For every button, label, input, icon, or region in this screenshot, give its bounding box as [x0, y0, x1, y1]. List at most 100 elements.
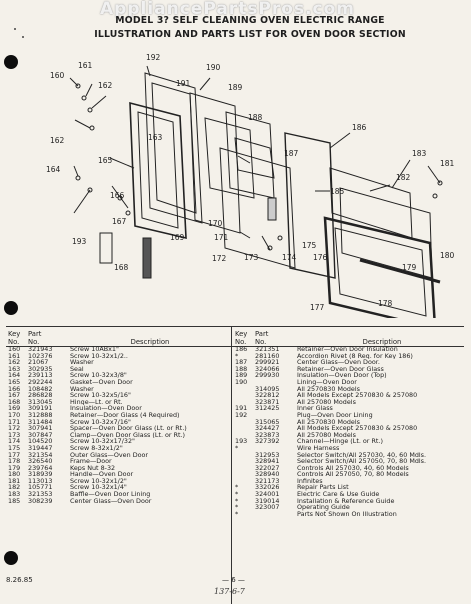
part-number-cell: 321943	[28, 345, 53, 353]
door-frame-inner	[334, 227, 427, 317]
part-number-cell: 323871	[255, 397, 280, 406]
header-key-no: No.	[8, 338, 20, 346]
description-cell: Screw 10-32x5/16"	[70, 392, 131, 399]
screw-part	[125, 210, 131, 216]
leader-line	[85, 83, 93, 97]
description-cell: Electric Care & Use Guide	[297, 491, 380, 498]
description-cell: Screw 10-32x7/16"	[70, 418, 131, 426]
callout-178: 178	[378, 299, 393, 308]
screw-part	[117, 195, 123, 201]
key-cell: 180	[8, 470, 21, 479]
header-part-no: No.	[28, 338, 40, 346]
description-cell: Controls All 257050, 70, 80 Models	[297, 471, 409, 478]
part-number-cell: 324001	[255, 490, 280, 499]
header-part: Part	[28, 330, 42, 338]
leader-line	[73, 165, 79, 177]
description-cell: Accordion Rivet (8 Req. for Key 186)	[297, 352, 413, 360]
description-cell: Screw 8-32x1/2"	[70, 444, 123, 452]
description-cell: Baffle—Oven Door Lining	[70, 491, 151, 498]
callout-188: 188	[248, 113, 263, 122]
key-cell: 188	[235, 364, 248, 373]
key-cell: 193	[235, 437, 248, 446]
key-cell: 175	[8, 443, 21, 452]
leader-line	[239, 231, 251, 239]
description-cell: Screw 10-32x1/4"	[70, 484, 127, 492]
description-cell: Hinge—Lt. or Rt.	[70, 398, 123, 406]
gasket-part	[129, 101, 187, 240]
part-number-cell: 307847	[28, 430, 53, 439]
leader-line	[369, 184, 391, 192]
callout-165: 165	[98, 156, 113, 165]
part-number-cell: 321351	[255, 345, 280, 353]
key-cell	[235, 471, 255, 478]
part-number-cell: 323007	[255, 503, 280, 512]
part-number-cell: 299930	[255, 371, 280, 380]
part-number-cell: 314095	[255, 384, 280, 393]
key-cell: 181	[8, 476, 21, 485]
key-cell: 178	[8, 457, 21, 466]
part-number-cell: 324066	[255, 364, 280, 373]
door-lining-inner	[151, 82, 197, 214]
description-cell: Center Glass—Oven Door.	[297, 359, 380, 366]
retainer-part	[204, 117, 255, 199]
key-cell: 192	[235, 410, 248, 419]
clamp-part	[267, 197, 277, 221]
key-cell: 170	[8, 410, 21, 419]
description-cell: Repair Parts List	[297, 484, 349, 492]
handle-part	[359, 258, 441, 284]
key-cell	[235, 452, 255, 459]
speck	[14, 28, 16, 30]
callout-170: 170	[208, 219, 223, 228]
header-description: Description	[362, 338, 402, 346]
key-cell	[235, 465, 255, 472]
key-cell: *	[235, 496, 239, 505]
key-cell	[235, 392, 255, 399]
leader-line	[199, 77, 211, 91]
callout-162: 162	[98, 81, 113, 90]
part-number-cell: 328941	[255, 457, 280, 466]
callout-163: 163	[148, 133, 163, 142]
key-cell	[235, 458, 255, 465]
table-header-rule	[6, 346, 464, 347]
leader-line	[109, 157, 135, 169]
part-number-cell: 281160	[255, 351, 280, 360]
part-number-cell: 307941	[28, 424, 53, 433]
key-cell: 185	[8, 496, 21, 505]
key-cell: 177	[8, 450, 21, 459]
part-number-cell: 332026	[255, 483, 280, 492]
handwritten-note: 137-6-7	[214, 587, 245, 596]
leader-line	[427, 165, 441, 184]
callout-173: 173	[244, 253, 259, 262]
description-cell: Seal	[70, 365, 84, 373]
callout-193: 193	[72, 237, 87, 246]
leader-line	[329, 132, 351, 149]
screw-part	[432, 193, 438, 199]
key-cell: 160	[8, 345, 21, 353]
key-cell: 182	[8, 483, 21, 492]
callout-164: 164	[46, 165, 61, 174]
key-cell: *	[235, 351, 239, 360]
